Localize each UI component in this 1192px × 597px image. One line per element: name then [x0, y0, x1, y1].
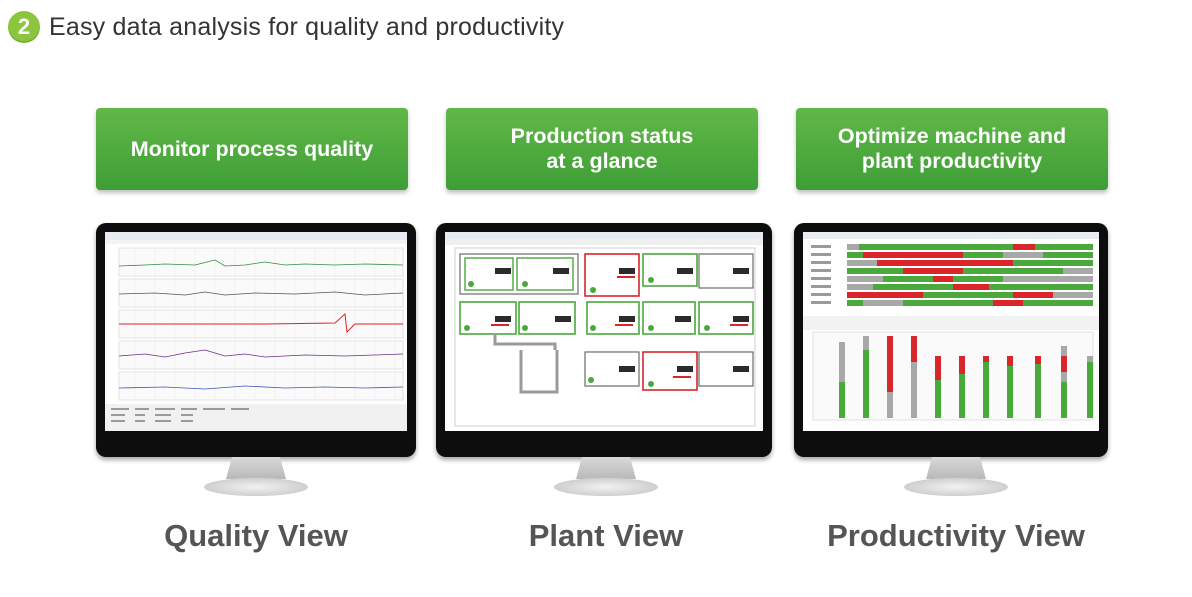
monitor	[436, 223, 772, 457]
step-number-badge: 2	[8, 11, 40, 43]
productivity-view-caption: Productivity View	[827, 518, 1085, 553]
monitor	[96, 223, 416, 457]
plant-view-screenshot	[445, 232, 763, 431]
monitor-base	[204, 478, 308, 496]
monitor-stand	[576, 457, 636, 479]
productivity-view-column: Optimize machine and plant productivity	[794, 108, 1116, 553]
banner-line: at a glance	[546, 149, 658, 173]
monitor-base	[554, 478, 658, 496]
monitor-stand	[226, 457, 286, 479]
plant-view-column: Production status at a glance	[436, 108, 772, 553]
plant-view-caption: Plant View	[528, 518, 684, 553]
quality-view-column: Monitor process quality	[96, 108, 416, 553]
banner-line: Production status	[510, 124, 694, 148]
optimize-productivity-banner: Optimize machine and plant productivity	[796, 108, 1108, 190]
monitor-base	[904, 478, 1008, 496]
section-header: 2 Easy data analysis for quality and pro…	[8, 10, 564, 44]
banner-line: Monitor process quality	[130, 136, 374, 161]
monitor-stand	[926, 457, 986, 479]
monitor	[794, 223, 1108, 457]
section-title: Easy data analysis for quality and produ…	[49, 12, 565, 41]
quality-view-caption: Quality View	[164, 518, 348, 553]
banner-line: Optimize machine and	[837, 124, 1067, 148]
production-status-banner: Production status at a glance	[446, 108, 758, 190]
banner-line: plant productivity	[861, 149, 1043, 173]
quality-view-screenshot	[105, 232, 407, 431]
monitor-quality-banner: Monitor process quality	[96, 108, 408, 190]
productivity-view-screenshot	[803, 232, 1099, 431]
